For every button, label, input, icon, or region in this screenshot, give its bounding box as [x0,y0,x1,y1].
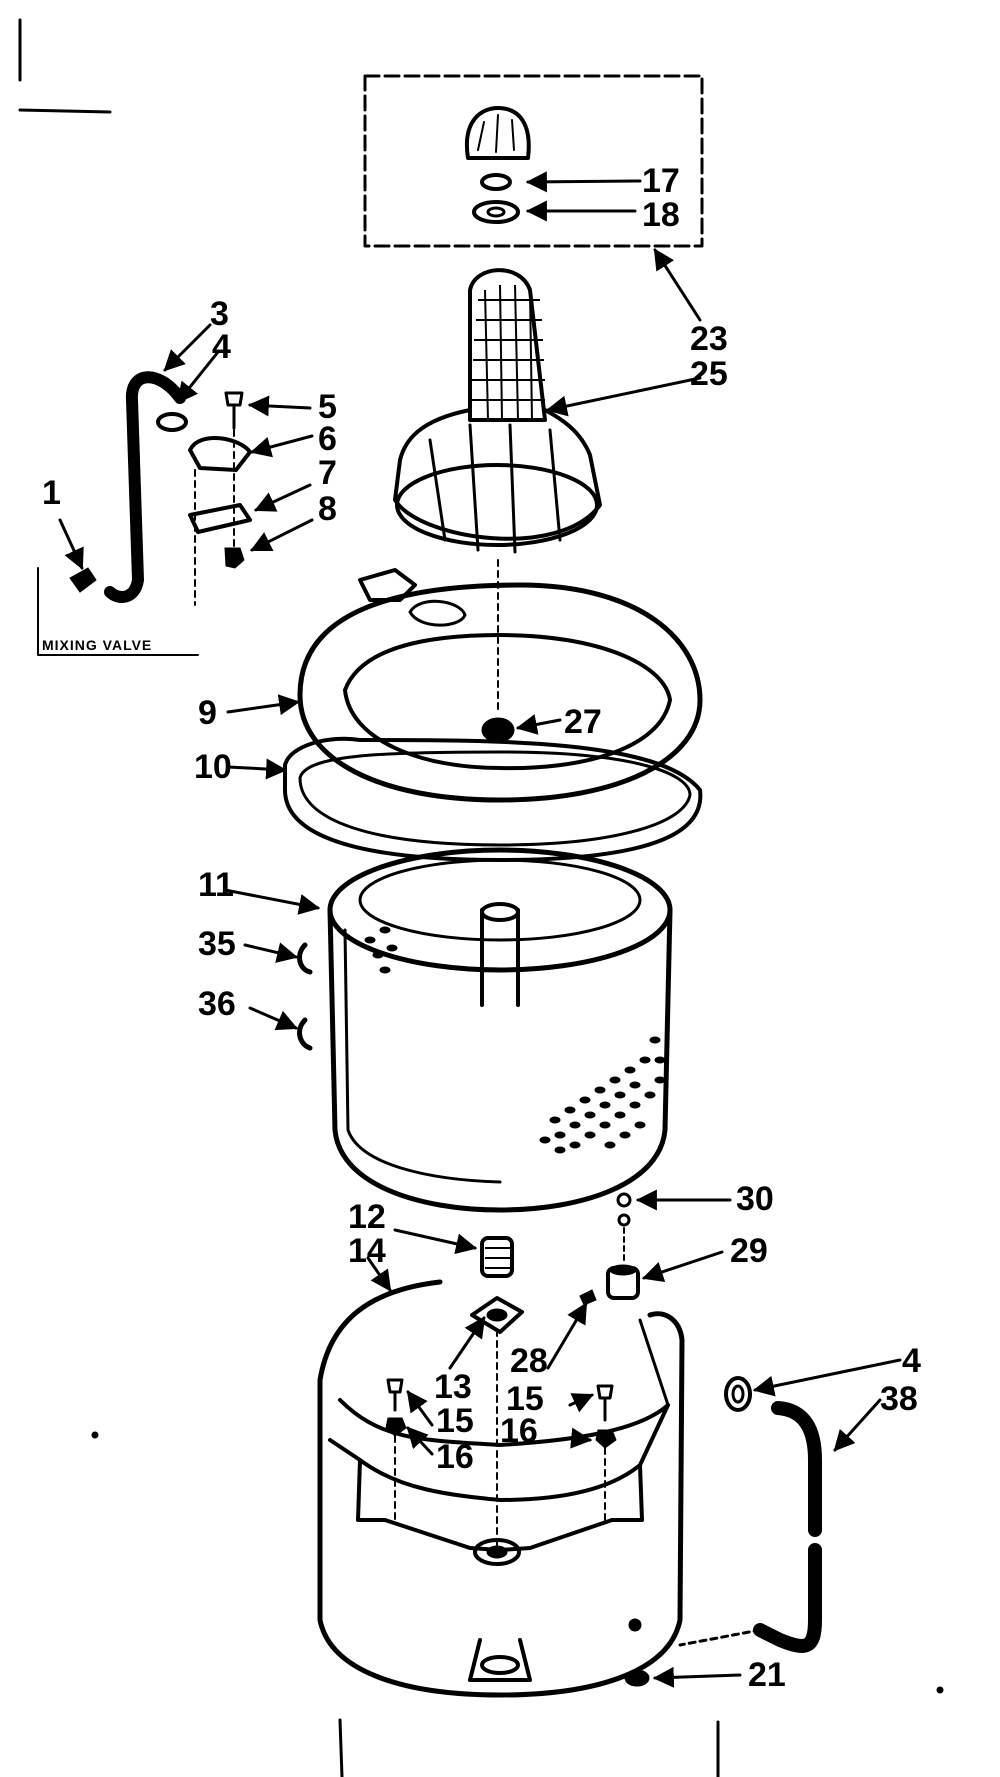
callout-17: 17 [642,162,680,200]
callout-13: 13 [434,1368,472,1406]
callout-12: 12 [348,1198,386,1236]
callout-4-bottom: 4 [902,1342,921,1380]
callout-11: 11 [198,866,234,904]
callout-3: 3 [210,295,229,333]
callout-14: 14 [348,1232,386,1270]
callout-10: 10 [194,748,232,786]
callout-35: 35 [198,925,236,963]
tub-gasket [283,736,703,862]
callout-16-left: 16 [436,1438,474,1476]
spin-basket [297,847,673,1213]
callout-6: 6 [318,420,337,458]
callout-5: 5 [318,388,337,426]
tub-cover [297,559,703,803]
callout-25: 25 [690,355,728,393]
callout-30: 30 [736,1180,774,1218]
callout-15-left: 15 [436,1402,474,1440]
callout-16-right: 16 [500,1412,538,1450]
callout-29: 29 [730,1232,768,1270]
callout-7: 7 [318,454,337,492]
callout-4-top: 4 [212,328,231,366]
callout-8: 8 [318,490,337,528]
drain-hose [678,1376,822,1653]
callout-15-right: 15 [506,1380,544,1418]
callout-38: 38 [880,1380,918,1418]
tub-hardware [385,1378,650,1687]
cap-assembly-box [363,74,704,248]
callout-21: 21 [748,1656,786,1694]
outer-tub [317,1279,685,1698]
callout-28: 28 [510,1342,548,1380]
callout-23: 23 [690,320,728,358]
callout-1: 1 [42,474,61,512]
callout-labels: 17 18 23 25 3 4 5 6 7 8 1 9 10 27 11 35 … [42,162,921,1694]
mixing-valve-label: MIXING VALVE [42,637,152,653]
callout-18: 18 [642,196,680,234]
callout-9: 9 [198,694,217,732]
agitator [393,268,602,554]
fill-hose [37,371,252,656]
leader-arrows [58,171,902,1688]
drive-parts [470,1192,640,1551]
callout-36: 36 [198,985,236,1023]
scan-marks [18,18,944,1777]
callout-27: 27 [564,703,602,741]
